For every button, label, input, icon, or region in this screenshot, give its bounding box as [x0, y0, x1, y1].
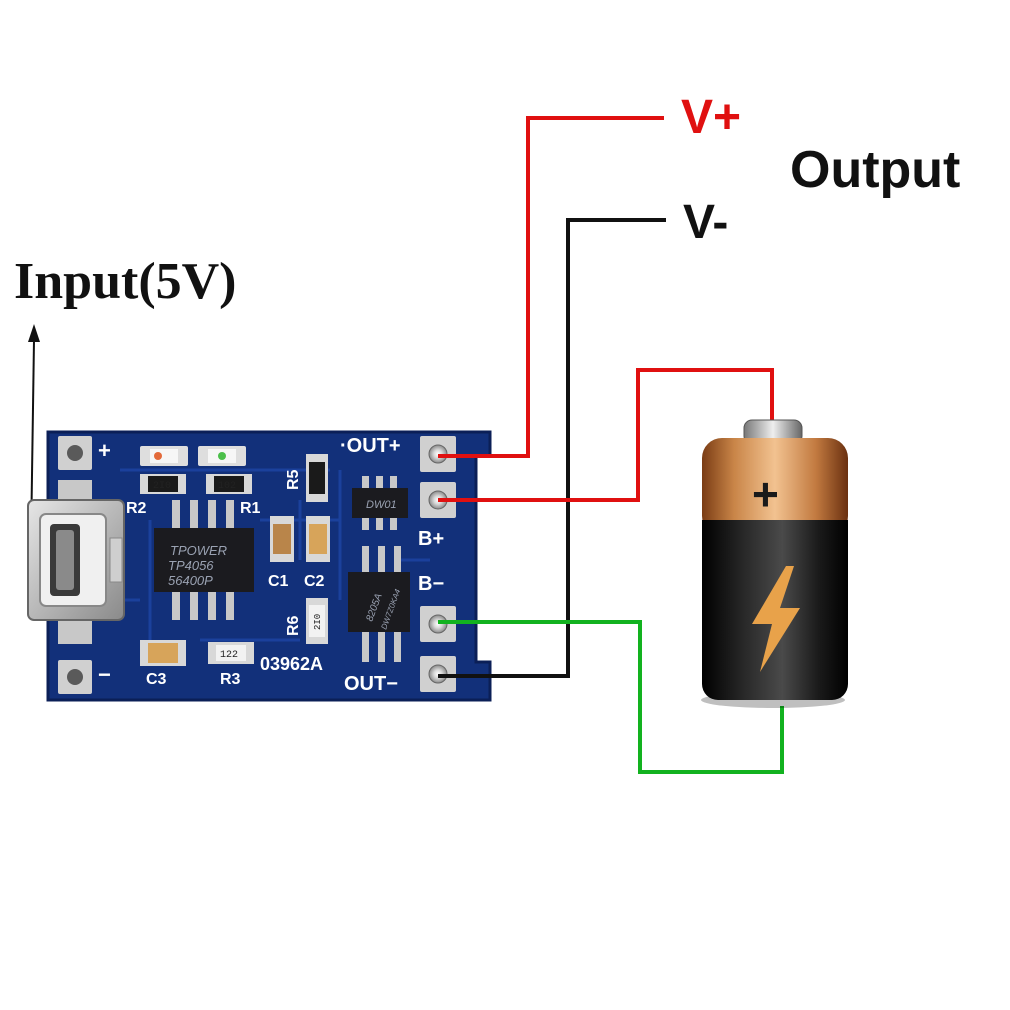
resistor-r1-code: 102: [218, 481, 236, 492]
resistor-r3-code: 122: [220, 650, 238, 661]
resistor-r3: 122: [208, 642, 254, 664]
silk-minus: −: [98, 662, 111, 687]
capacitor-c2: [306, 516, 330, 562]
silk-out-plus: ·OUT+: [340, 435, 401, 457]
silk-b-plus: B+: [418, 528, 444, 550]
silk-r6: R6: [285, 615, 302, 636]
wire-out-plus: [438, 116, 664, 458]
charger-board: 2I0 102 122 2I0: [27, 430, 492, 702]
pad-in-plus: [58, 436, 92, 470]
ic-dw01-marking: DW01: [366, 499, 397, 511]
silk-board-id: 03962A: [260, 654, 323, 674]
v-plus-label: V+: [681, 91, 741, 144]
pad-in-minus: [58, 660, 92, 694]
resistor-r2-code: 2I0: [153, 481, 171, 492]
silk-c3: C3: [146, 671, 167, 688]
ic-main-line1: TPOWER: [170, 543, 227, 558]
micro-usb-port: [27, 499, 125, 621]
ic-main-line3: 56400P: [168, 573, 213, 588]
led-green: [198, 446, 246, 466]
silk-out-minus: OUT−: [344, 673, 398, 695]
capacitor-c1: [270, 516, 294, 562]
ic-dw01: DW01: [352, 476, 408, 530]
lightning-bolt-icon: [752, 566, 800, 672]
usb-tab-top: [58, 480, 92, 500]
resistor-r5: [306, 454, 328, 502]
usb-tab-bottom: [58, 620, 92, 644]
wire-out-minus: [438, 218, 666, 678]
capacitor-c3: [140, 640, 186, 666]
output-label: Output: [790, 141, 960, 199]
ic-main-line2: TP4056: [168, 558, 214, 573]
battery: +: [701, 419, 848, 708]
v-minus-label: V-: [683, 196, 728, 249]
resistor-r6: 2I0: [306, 598, 328, 644]
silk-c2: C2: [304, 573, 325, 590]
resistor-r2: 2I0: [140, 474, 186, 494]
ic-8205a: 8205A DW7Z0KA4: [348, 546, 410, 662]
silk-r1: R1: [240, 500, 261, 517]
resistor-r1: 102: [206, 474, 252, 494]
wire-b-minus: [438, 620, 784, 774]
led-red: [140, 446, 188, 466]
wire-b-plus: [438, 368, 774, 502]
resistor-r6-code: 2I0: [313, 614, 323, 630]
battery-plus-symbol: +: [752, 468, 779, 520]
silk-c1: C1: [268, 573, 289, 590]
silk-r5: R5: [285, 469, 302, 490]
ic-tp4056: TPOWER TP4056 56400P: [154, 500, 254, 620]
silk-plus: +: [98, 438, 111, 463]
silk-b-minus: B−: [418, 573, 444, 595]
input-label: Input(5V): [14, 253, 237, 310]
silk-r3: R3: [220, 671, 241, 688]
silk-r2: R2: [126, 500, 147, 517]
